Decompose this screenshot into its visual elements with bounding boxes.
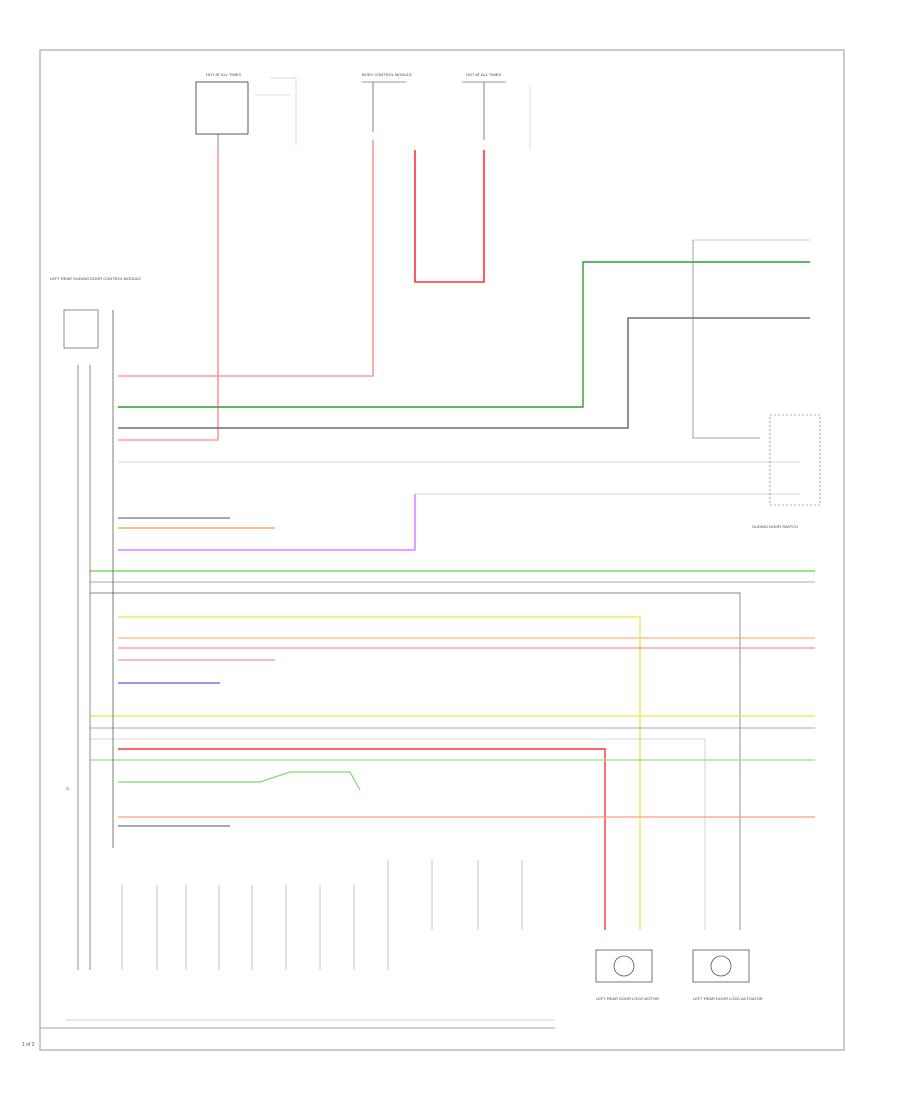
center-junction-label: BODY CONTROL MODULE	[362, 72, 412, 77]
diagram-frame	[39, 49, 845, 1051]
pin-label-column	[121, 860, 523, 970]
center-junction: BODY CONTROL MODULE	[362, 72, 412, 132]
fuse-box-left-label: HOT AT ALL TIMES	[206, 72, 241, 77]
motor-right-label: LEFT REAR DOOR LOCK ACTUATOR	[693, 996, 763, 1001]
wire-gray-5	[90, 738, 706, 930]
motor-right: LEFT REAR DOOR LOCK ACTUATOR	[692, 949, 763, 1001]
wire-red-loop	[414, 150, 485, 283]
ground-wires: G	[40, 786, 555, 1029]
wire-magenta	[118, 494, 416, 551]
wire-red-blu-left	[118, 150, 219, 441]
ground-label: G	[66, 786, 69, 791]
wire-gray-3	[90, 592, 741, 930]
wire-red-blu	[118, 140, 374, 377]
wire-grn-upper	[118, 261, 810, 408]
fuse-box-right-label: HOT AT ALL TIMES	[466, 72, 501, 77]
wire-red-4	[118, 748, 606, 930]
fuse-box-right: HOT AT ALL TIMES	[462, 72, 531, 150]
wire-gray-switch	[118, 239, 810, 495]
wire-yel-1	[118, 616, 641, 930]
module-main: LEFT REAR SLIDING DOOR CONTROL MODULE	[50, 276, 141, 970]
wire-lgrn-3	[118, 771, 361, 791]
fuse-box-left: HOT AT ALL TIMES	[195, 72, 297, 150]
motor-left: LEFT REAR DOOR LOCK MOTOR	[595, 949, 659, 1001]
sliding-door-switch: SLIDING DOOR SWITCH	[752, 414, 821, 529]
module-main-label: LEFT REAR SLIDING DOOR CONTROL MODULE	[50, 276, 141, 281]
page-number: 1 of 2	[22, 1042, 35, 1048]
motor-left-label: LEFT REAR DOOR LOCK MOTOR	[596, 996, 659, 1001]
switch-label: SLIDING DOOR SWITCH	[752, 524, 798, 529]
wire-blk-upper	[118, 317, 810, 429]
